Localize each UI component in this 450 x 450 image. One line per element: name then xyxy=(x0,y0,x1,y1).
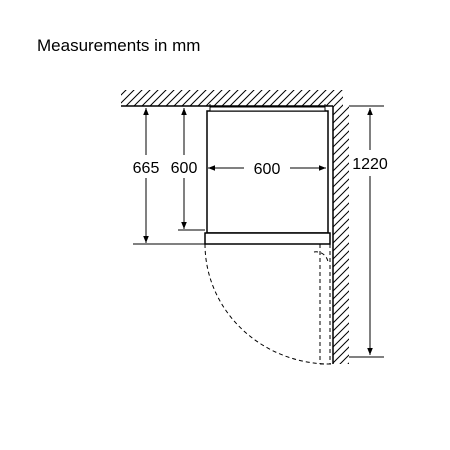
dimension-600-width-label: 600 xyxy=(254,161,281,178)
door-swing-arc xyxy=(204,243,333,365)
dimension-600-depth: 600 xyxy=(171,108,198,229)
appliance-cabinet xyxy=(206,104,329,234)
dimension-665-label: 665 xyxy=(133,160,160,177)
dimension-extension-lines xyxy=(133,229,205,245)
dimension-600-width: 600 xyxy=(208,161,326,178)
dimension-1220: 1220 xyxy=(349,105,388,358)
dimension-1220-label: 1220 xyxy=(352,156,388,173)
back-wall xyxy=(121,90,343,107)
dimension-600-depth-label: 600 xyxy=(171,160,198,177)
diagram-title: Measurements in mm xyxy=(37,36,201,55)
side-wall xyxy=(332,106,349,364)
appliance-door xyxy=(204,232,331,245)
dimension-665: 665 xyxy=(133,108,160,243)
